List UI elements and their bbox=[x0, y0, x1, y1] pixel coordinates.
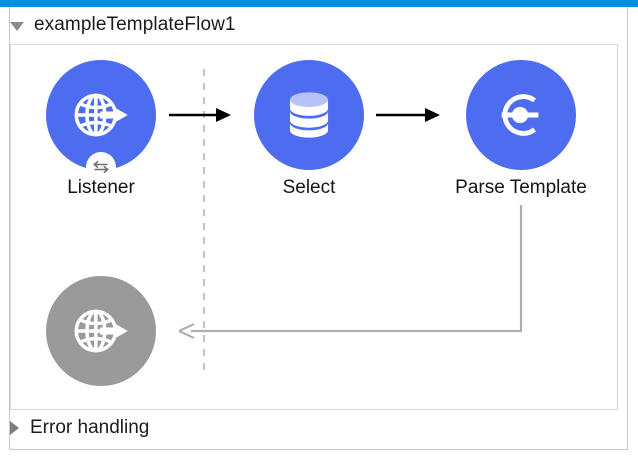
flow-body: Listener Select Parse Template bbox=[10, 44, 618, 410]
connector-layer bbox=[169, 69, 523, 377]
connector-listener-to-select[interactable] bbox=[169, 108, 231, 122]
error-handling-section[interactable]: Error handling bbox=[10, 415, 149, 441]
window-accent-bar bbox=[0, 0, 638, 7]
flow-node-select[interactable] bbox=[254, 60, 364, 170]
parse-template-icon bbox=[501, 94, 539, 136]
globe-arrow-icon bbox=[74, 309, 128, 353]
triangle-down-icon[interactable] bbox=[10, 21, 24, 31]
error-handling-label: Error handling bbox=[30, 417, 150, 438]
flow-node-label-listener: Listener bbox=[67, 177, 135, 198]
flow-node-listener[interactable] bbox=[46, 60, 156, 182]
flow-header[interactable]: exampleTemplateFlow1 bbox=[10, 12, 236, 38]
connector-parse-template-to-response[interactable] bbox=[178, 205, 523, 339]
connector-select-to-parse-template[interactable] bbox=[376, 108, 440, 122]
triangle-right-icon[interactable] bbox=[10, 421, 19, 435]
flow-node-label-parse-template: Parse Template bbox=[455, 177, 587, 198]
listener-inbound-badge bbox=[86, 152, 116, 182]
database-icon bbox=[289, 92, 329, 138]
flow-node-parse-template[interactable] bbox=[466, 60, 576, 170]
flow-node-listener-response[interactable] bbox=[46, 276, 156, 386]
globe-arrow-icon bbox=[74, 93, 128, 137]
exchange-arrows-icon bbox=[93, 160, 109, 174]
flow-node-label-select: Select bbox=[282, 177, 336, 198]
flow-title: exampleTemplateFlow1 bbox=[34, 14, 236, 35]
